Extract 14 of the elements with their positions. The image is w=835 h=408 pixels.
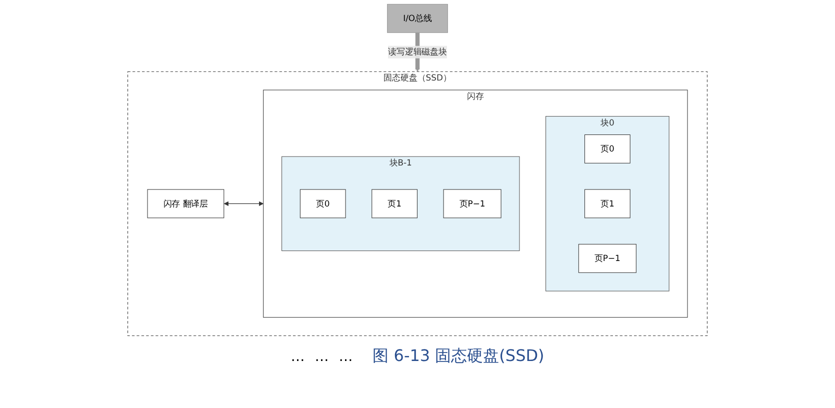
figure-caption: 图 6-13 固态硬盘(SSD) — [372, 346, 544, 367]
node-box: I/O总线 — [387, 4, 448, 33]
node-box: 页1 — [372, 189, 418, 218]
node-box: 页1 — [584, 189, 630, 218]
node-box: 闪存 翻译层 — [147, 189, 224, 218]
node-box: 页P−1 — [578, 244, 636, 273]
ellipsis: … — [338, 348, 353, 364]
arrow — [224, 201, 264, 206]
edge-label: 读写逻辑磁盘块 — [388, 46, 447, 57]
ellipsis: … — [314, 348, 329, 364]
node-box: 页0 — [300, 189, 346, 218]
node-box: 页P−1 — [443, 189, 502, 218]
ellipsis: … — [290, 348, 305, 364]
node-box: 页0 — [584, 134, 630, 164]
